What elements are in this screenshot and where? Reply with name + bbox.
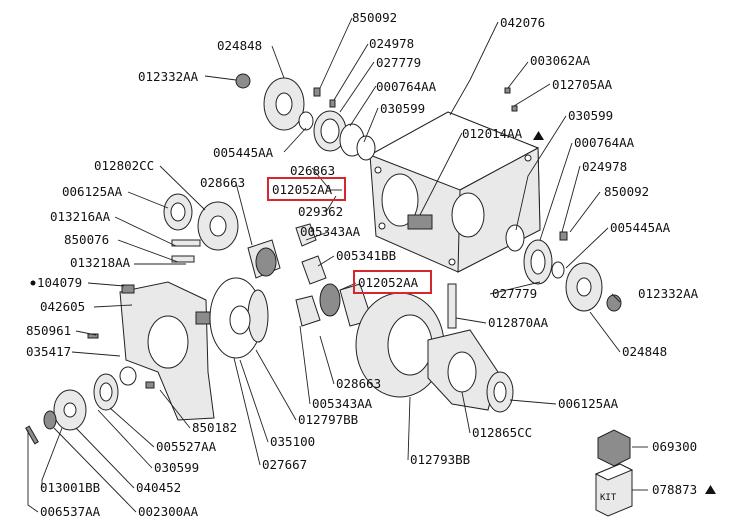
highlight-box-012052aa-lower (353, 270, 432, 294)
label-012865cc[interactable]: 012865CC (472, 425, 532, 440)
label-012332aa-right[interactable]: 012332AA (638, 286, 699, 301)
label-003062aa[interactable]: 003062AA (530, 53, 591, 68)
label-042605[interactable]: 042605 (40, 299, 85, 314)
label-012797bb[interactable]: 012797BB (298, 412, 358, 427)
label-024848-right[interactable]: 024848 (622, 344, 667, 359)
label-000764aa-top[interactable]: 000764AA (376, 79, 437, 94)
label-006125aa-right[interactable]: 006125AA (558, 396, 619, 411)
label-030599-right[interactable]: 030599 (568, 108, 613, 123)
label-850076[interactable]: 850076 (64, 232, 109, 247)
label-006125aa-left[interactable]: 006125AA (62, 184, 123, 199)
label-850961[interactable]: 850961 (26, 323, 71, 338)
label-104079[interactable]: 104079 (37, 275, 82, 290)
label-028663-left[interactable]: 028663 (200, 175, 245, 190)
pin (447, 283, 457, 329)
bullet-marker-104079 (30, 280, 36, 286)
label-035100[interactable]: 035100 (270, 434, 315, 449)
label-012052aa-upper[interactable]: 012052AA (272, 182, 333, 197)
label-012802cc[interactable]: 012802CC (94, 158, 154, 173)
label-024848-top[interactable]: 024848 (217, 38, 262, 53)
right-seal (606, 294, 622, 312)
label-005341bb[interactable]: 005341BB (336, 248, 396, 263)
label-042076[interactable]: 042076 (500, 15, 545, 30)
kit-box-label: KIT (600, 493, 617, 503)
part-labels: 850092 042076 024848 024978 003062AA 012… (26, 10, 716, 519)
label-012332aa-top[interactable]: 012332AA (138, 69, 199, 84)
label-027667[interactable]: 027667 (262, 457, 307, 472)
top-seal (235, 73, 251, 89)
label-006537aa[interactable]: 006537AA (40, 504, 101, 519)
label-030599-top[interactable]: 030599 (380, 101, 425, 116)
label-027779-top[interactable]: 027779 (376, 55, 421, 70)
highlight-box-012052aa-upper (267, 177, 346, 201)
label-024978-top[interactable]: 024978 (369, 36, 414, 51)
label-005445aa-right[interactable]: 005445AA (610, 220, 671, 235)
gearbox-housing (368, 111, 541, 273)
lower-housing (119, 281, 215, 421)
label-078873[interactable]: 078873 (652, 482, 697, 497)
label-850182[interactable]: 850182 (192, 420, 237, 435)
kit-items: KIT (594, 429, 634, 517)
label-850092-right[interactable]: 850092 (604, 184, 649, 199)
parts-drawing: KIT (25, 73, 634, 517)
label-030599-bottom[interactable]: 030599 (154, 460, 199, 475)
label-069300[interactable]: 069300 (652, 439, 697, 454)
label-005343aa-lower[interactable]: 005343AA (312, 396, 373, 411)
label-029362[interactable]: 029362 (298, 204, 343, 219)
leader-lines (27, 17, 648, 513)
label-012705aa[interactable]: 012705AA (552, 77, 613, 92)
label-012870aa[interactable]: 012870AA (488, 315, 549, 330)
label-002300aa[interactable]: 002300AA (138, 504, 199, 519)
label-005343aa-upper[interactable]: 005343AA (300, 224, 361, 239)
label-027779-right[interactable]: 027779 (492, 286, 537, 301)
label-024978-right[interactable]: 024978 (582, 159, 627, 174)
label-035417[interactable]: 035417 (26, 344, 71, 359)
label-013218aa[interactable]: 013218AA (70, 255, 131, 270)
label-850092-top[interactable]: 850092 (352, 10, 397, 25)
label-026863[interactable]: 026863 (290, 163, 335, 178)
label-012793bb[interactable]: 012793BB (410, 452, 470, 467)
label-000764aa-right[interactable]: 000764AA (574, 135, 635, 150)
label-012014aa[interactable]: 012014AA (462, 126, 523, 141)
label-013001bb[interactable]: 013001BB (40, 480, 100, 495)
triangle-marker-078873 (705, 485, 716, 494)
label-028663-lower[interactable]: 028663 (336, 376, 381, 391)
triangle-marker-012014aa (533, 131, 544, 140)
label-013216aa[interactable]: 013216AA (50, 209, 111, 224)
label-012052aa-lower[interactable]: 012052AA (358, 275, 419, 290)
label-005527aa[interactable]: 005527AA (156, 439, 217, 454)
label-040452[interactable]: 040452 (136, 480, 181, 495)
label-005445aa-top[interactable]: 005445AA (213, 145, 274, 160)
